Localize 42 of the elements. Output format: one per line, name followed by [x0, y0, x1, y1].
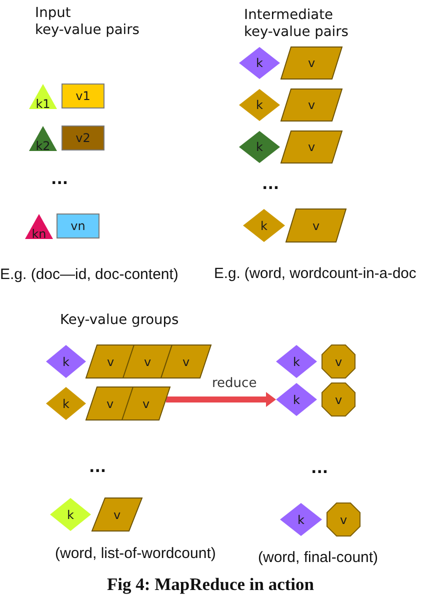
- value-parallelogram: v: [123, 345, 172, 378]
- key-diamond: k: [239, 89, 280, 121]
- value-parallelogram: v: [92, 498, 142, 531]
- key-triangle: kn: [25, 214, 53, 239]
- value-box: v1: [62, 84, 104, 108]
- value-parallelogram: v: [86, 345, 135, 378]
- value-parallelogram: v: [122, 387, 170, 420]
- ellipsis: ...: [89, 458, 106, 476]
- value-box: vn: [57, 214, 99, 238]
- key-diamond: k: [280, 503, 322, 536]
- value-parallelogram: v: [281, 47, 342, 79]
- value-parallelogram: v: [86, 387, 134, 420]
- arrow: [166, 392, 276, 407]
- key-triangle: k2: [29, 126, 57, 151]
- key-diamond: k: [276, 345, 317, 378]
- figure-caption: Fig 4: MapReduce in action: [106, 574, 314, 595]
- value-parallelogram: v: [281, 89, 342, 121]
- key-diamond: k: [276, 383, 317, 416]
- value-octagon: v: [322, 345, 355, 378]
- value-parallelogram: v: [161, 345, 211, 378]
- value-box: v2: [62, 126, 104, 150]
- key-diamond: k: [239, 131, 280, 163]
- column-heading: Input key-value pairs: [35, 5, 140, 40]
- key-diamond: k: [46, 345, 86, 378]
- ellipsis: ...: [262, 175, 280, 193]
- key-diamond: k: [239, 47, 280, 79]
- value-parallelogram: v: [281, 131, 342, 163]
- example-text: (word, final-count): [258, 549, 378, 567]
- value-octagon: v: [322, 383, 355, 416]
- ellipsis: ...: [311, 459, 328, 477]
- example-text: E.g. (doc—id, doc-content): [0, 266, 178, 284]
- value-parallelogram: v: [286, 209, 346, 242]
- key-diamond: k: [50, 498, 91, 531]
- key-diamond: k: [46, 387, 86, 420]
- key-triangle: k1: [29, 84, 57, 109]
- example-text: E.g. (word, wordcount-in-a-doc: [214, 266, 416, 284]
- key-diamond: k: [243, 209, 285, 242]
- column-heading: Intermediate key-value pairs: [244, 7, 348, 42]
- value-octagon: v: [327, 503, 360, 536]
- example-text: (word, list-of-wordcount): [55, 545, 216, 563]
- ellipsis: ...: [51, 170, 68, 188]
- group-heading: Key-value groups: [60, 312, 179, 329]
